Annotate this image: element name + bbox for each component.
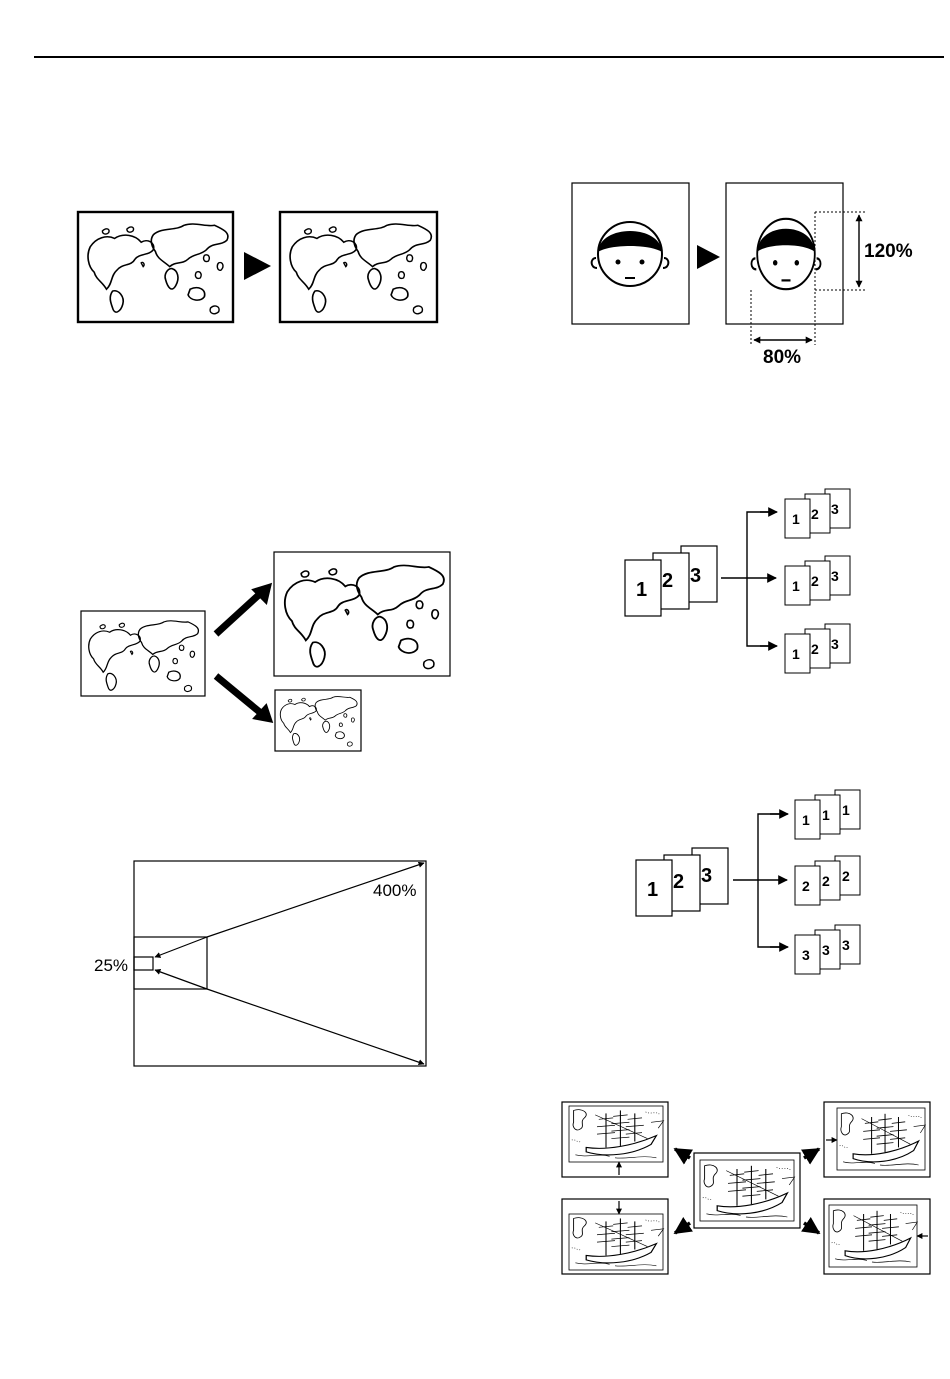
arrow-right-icon <box>244 252 271 280</box>
original-page-2: 2 <box>673 871 684 893</box>
set-page: 3 <box>831 636 839 652</box>
stack-page: 2 <box>842 868 850 884</box>
set-page: 3 <box>831 501 839 517</box>
group-stack-2: 2 2 2 <box>795 856 860 905</box>
group-stack-1: 1 1 1 <box>795 790 860 839</box>
sort-diagram: 3 2 1 3 2 1 3 2 1 3 2 <box>625 489 850 673</box>
enlarge-reduce-figure <box>81 552 450 751</box>
stack-page: 3 <box>802 947 810 963</box>
stack-page: 3 <box>822 942 830 958</box>
stack-page: 2 <box>822 873 830 889</box>
zoom-max-label: 400% <box>373 881 416 900</box>
arrow-up-right-icon <box>216 592 262 634</box>
original-page-1: 1 <box>647 879 658 901</box>
stack-page: 1 <box>802 812 810 828</box>
group-originals: 3 2 1 <box>636 848 728 916</box>
image-shift-figure <box>562 1102 930 1274</box>
zoom-min-label: 25% <box>94 956 128 975</box>
original-page-3: 3 <box>701 865 712 887</box>
set-page: 1 <box>792 578 800 594</box>
group-diagram: 3 2 1 1 1 1 2 2 2 3 3 <box>636 790 860 974</box>
sorted-set-2: 3 2 1 <box>785 556 850 605</box>
set-page: 1 <box>792 511 800 527</box>
set-page: 2 <box>811 573 819 589</box>
stack-page: 3 <box>842 937 850 953</box>
set-page: 1 <box>792 646 800 662</box>
group-stack-3: 3 3 3 <box>795 925 860 974</box>
set-page: 2 <box>811 641 819 657</box>
stack-page: 1 <box>842 802 850 818</box>
arrow-down-right-icon <box>216 676 262 714</box>
vertical-zoom-label: 120% <box>864 241 913 262</box>
zoom-range-figure: 25% 400% <box>94 861 426 1066</box>
set-page: 2 <box>811 506 819 522</box>
sorted-set-1: 3 2 1 <box>785 489 850 538</box>
stack-page: 2 <box>802 878 810 894</box>
same-size-copy-figure <box>78 212 437 322</box>
stack-page: 1 <box>822 807 830 823</box>
set-page: 3 <box>831 568 839 584</box>
horizontal-zoom-label: 80% <box>763 347 801 368</box>
original-page-1: 1 <box>636 579 647 601</box>
original-page-3: 3 <box>690 565 701 587</box>
arrow-right-icon <box>697 245 720 269</box>
sorted-set-3: 3 2 1 <box>785 624 850 673</box>
sort-originals: 3 2 1 <box>625 546 717 616</box>
original-page-2: 2 <box>662 570 673 592</box>
xy-zoom-figure: 120% 80% <box>572 183 913 368</box>
